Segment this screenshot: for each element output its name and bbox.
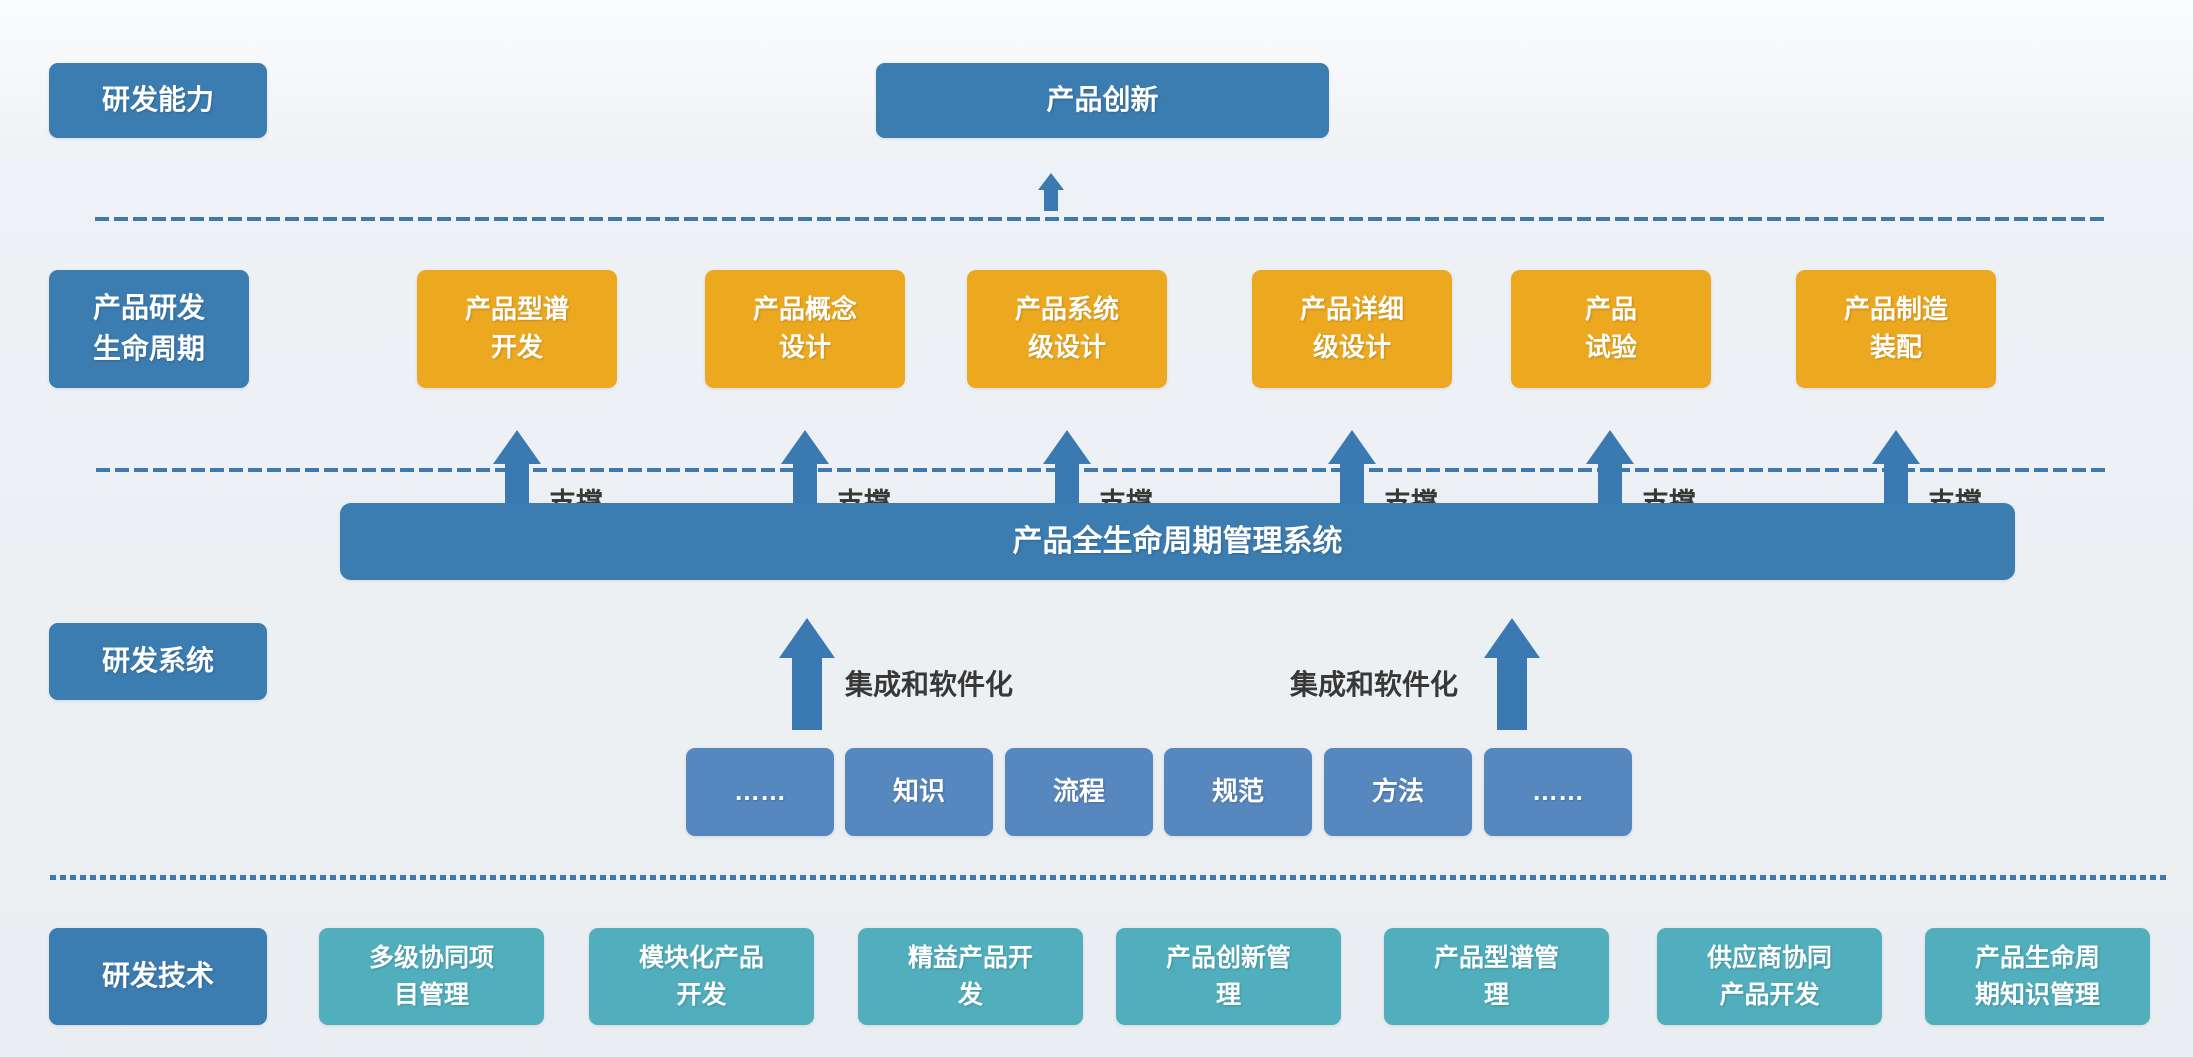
lifecycle-row-label: 产品研发 生命周期 (49, 270, 249, 388)
technology-box: 精益产品开 发 (858, 928, 1083, 1025)
support-arrow-icon (1043, 430, 1091, 530)
arrow-head (781, 430, 829, 464)
integration-label: 集成和软件化 (1290, 669, 1459, 700)
technology-box: 产品生命周 期知识管理 (1925, 928, 2150, 1025)
system-element-box: 流程 (1005, 748, 1153, 836)
integration-arrow-icon (779, 618, 835, 730)
technology-box: 供应商协同 产品开发 (1657, 928, 1882, 1025)
arrow-head (1038, 173, 1064, 190)
arrow-stem (1044, 190, 1058, 211)
dotted-divider-bottom (50, 875, 2170, 880)
system-element-box: …… (1484, 748, 1632, 836)
arrow-head (1484, 618, 1540, 658)
plm-system-bar: 产品全生命周期管理系统 (340, 503, 2015, 580)
technology-box: 多级协同项 目管理 (319, 928, 544, 1025)
arrow-stem (792, 658, 822, 730)
technology-box: 模块化产品 开发 (589, 928, 814, 1025)
dashed-divider-middle (96, 468, 2106, 472)
dashed-divider-top (95, 217, 2105, 221)
system-element-box: …… (686, 748, 834, 836)
capability-row-label: 研发能力 (49, 63, 267, 138)
arrow-head (1043, 430, 1091, 464)
up-arrow-icon (1038, 173, 1064, 211)
technology-box: 产品型谱管 理 (1384, 928, 1609, 1025)
arrow-head (1872, 430, 1920, 464)
arrow-head (1586, 430, 1634, 464)
product-innovation-box: 产品创新 (876, 63, 1329, 138)
arrow-head (779, 618, 835, 658)
lifecycle-stage-box: 产品系统 级设计 (967, 270, 1167, 388)
lifecycle-stage-box: 产品 试验 (1511, 270, 1711, 388)
support-arrow-icon (493, 430, 541, 530)
arrow-stem (1497, 658, 1527, 730)
system-element-box: 方法 (1324, 748, 1472, 836)
lifecycle-stage-box: 产品概念 设计 (705, 270, 905, 388)
integration-arrow-icon (1484, 618, 1540, 730)
system-row-label: 研发系统 (49, 623, 267, 700)
lifecycle-stage-box: 产品型谱 开发 (417, 270, 617, 388)
arrow-head (493, 430, 541, 464)
arrow-head (1328, 430, 1376, 464)
integration-label: 集成和软件化 (845, 669, 1014, 700)
lifecycle-stage-box: 产品制造 装配 (1796, 270, 1996, 388)
technology-box: 产品创新管 理 (1116, 928, 1341, 1025)
system-element-box: 知识 (845, 748, 993, 836)
lifecycle-stage-box: 产品详细 级设计 (1252, 270, 1452, 388)
technology-row-label: 研发技术 (49, 928, 267, 1025)
system-element-box: 规范 (1164, 748, 1312, 836)
